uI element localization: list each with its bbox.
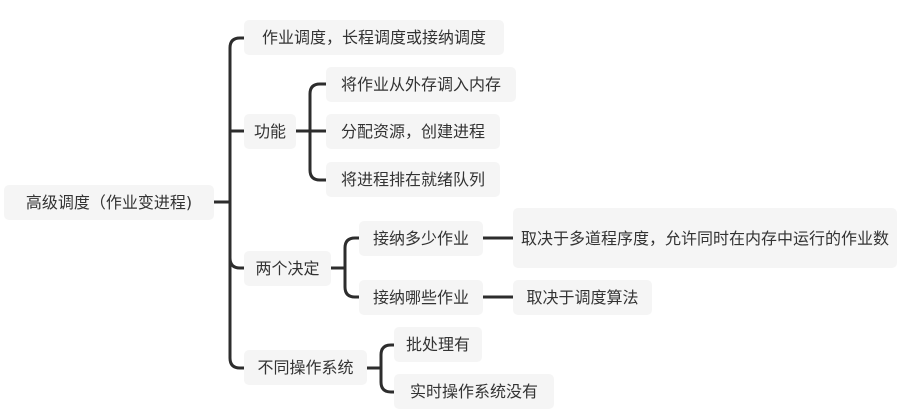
subtopic-function-load-jobs[interactable]: 将作业从外存调入内存: [326, 67, 516, 102]
subtopic-function-ready-queue[interactable]: 将进程排在就绪队列: [326, 162, 500, 197]
connector-decisions-how-many: [343, 236, 361, 270]
subtopic-how-many-jobs[interactable]: 接纳多少作业: [359, 221, 483, 256]
topic-function[interactable]: 功能: [244, 114, 296, 149]
connector-decisions-which: [343, 266, 361, 299]
detail-multiprogramming-degree[interactable]: 取决于多道程序度，允许同时在内存中运行的作业数: [513, 208, 897, 268]
connector-os-item-2: [379, 366, 396, 394]
subtopic-function-allocate-resources[interactable]: 分配资源，创建进程: [326, 114, 500, 149]
connector-root-to-names: [228, 36, 246, 204]
topic-two-decisions[interactable]: 两个决定: [244, 251, 331, 286]
connector-root-to-decisions: [228, 200, 246, 270]
subtopic-realtime-lacks[interactable]: 实时操作系统没有: [394, 374, 554, 409]
root-topic[interactable]: 高级调度（作业变进程): [4, 185, 214, 220]
subtopic-which-jobs[interactable]: 接纳哪些作业: [359, 280, 483, 315]
subtopic-batch-has[interactable]: 批处理有: [394, 327, 482, 362]
connector-function-item-3: [308, 129, 328, 182]
connector-os-item-1: [379, 343, 396, 370]
connector-function-item-1: [308, 82, 328, 133]
detail-scheduling-algorithm[interactable]: 取决于调度算法: [513, 280, 652, 315]
topic-different-os[interactable]: 不同操作系统: [244, 350, 367, 385]
topic-scheduling-names[interactable]: 作业调度，长程调度或接纳调度: [244, 20, 504, 55]
connector-root-to-os: [228, 200, 246, 370]
